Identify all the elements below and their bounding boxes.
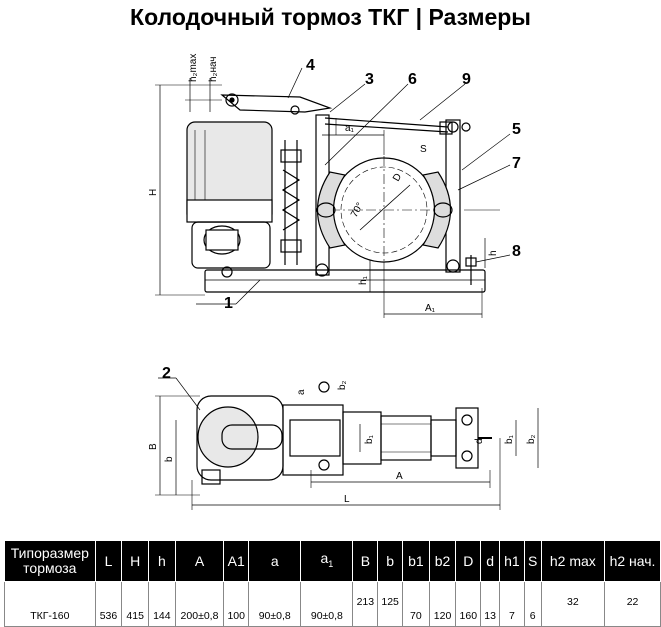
col-a: a: [248, 540, 302, 582]
callout-8: 8: [512, 243, 521, 260]
col-h2nach: h2 нач.: [604, 540, 661, 582]
dim-b1-right: b₁: [504, 434, 515, 444]
col-b: b: [377, 540, 404, 582]
cell-d: 13: [480, 581, 500, 627]
dim-b: b: [164, 456, 175, 462]
dim-A1: A₁: [425, 303, 436, 314]
cell-h1: 7: [498, 581, 525, 627]
col-h: h: [148, 540, 176, 582]
cell-a: 90±0,8: [248, 581, 302, 627]
cell-type: ТКГ-160: [4, 581, 96, 627]
callout-4: 4: [306, 57, 315, 74]
col-L: L: [94, 540, 123, 582]
dim-a1: a₁: [345, 123, 355, 134]
dim-h2max: h₂max: [188, 54, 199, 82]
dim-A: A: [396, 471, 403, 482]
plan-view: [155, 377, 539, 510]
dim-B: B: [148, 443, 159, 450]
callout-2: 2: [162, 365, 171, 382]
callout-3: 3: [365, 71, 374, 88]
brake-drawing: 4 3 6 9 5 7 8 1 2 h₂max h₂нач H a₁ D S 7…: [148, 54, 539, 510]
col-D: D: [455, 540, 482, 582]
cell-H: 415: [121, 581, 149, 627]
cell-L: 536: [94, 581, 123, 627]
col-A1: A1: [223, 540, 250, 582]
col-a1-sub: 1: [328, 558, 334, 569]
callout-6: 6: [408, 71, 417, 88]
dim-L: L: [344, 494, 350, 505]
dim-D: D: [391, 172, 404, 184]
right-shoe: [422, 171, 452, 249]
side-view: [155, 67, 511, 318]
callout-1: 1: [224, 295, 233, 312]
base-frame: [204, 269, 486, 293]
table-row: ТКГ-160 536 415 144 200±0,8 100 90±0,8 9…: [4, 581, 661, 627]
table-header-row: Типоразмер тормоза L H h A A1 a a1 B b b…: [4, 540, 661, 582]
dim-a: a: [296, 389, 307, 395]
cell-A1: 100: [223, 581, 250, 627]
col-h1: h1: [498, 540, 525, 582]
left-shoe: [316, 171, 346, 249]
dim-angle: 70°: [349, 201, 366, 220]
col-S: S: [523, 540, 542, 582]
dim-H: H: [148, 189, 159, 196]
cell-a1: 90±0,8: [300, 581, 354, 627]
col-a1: a1: [300, 540, 354, 582]
cell-B: 213: [352, 581, 379, 627]
dim-S: S: [420, 144, 427, 155]
dim-h2nach: h₂нач: [208, 56, 219, 82]
col-h2max: h2 max: [540, 540, 606, 582]
dimensions-table: Типоразмер тормоза L H h A A1 a a1 B b b…: [4, 540, 661, 627]
cell-h: 144: [148, 581, 176, 627]
col-d: d: [480, 540, 500, 582]
col-B: B: [352, 540, 379, 582]
col-A: A: [174, 540, 225, 582]
cell-D: 160: [455, 581, 482, 627]
callout-5: 5: [512, 121, 521, 138]
dim-h1: h₁: [358, 275, 369, 285]
col-b2: b2: [428, 540, 457, 582]
cell-h2max: 32: [540, 581, 606, 627]
cell-b: 125: [377, 581, 404, 627]
lever: [220, 94, 333, 113]
col-b1: b1: [402, 540, 430, 582]
dim-b2-right: b₂: [526, 434, 537, 444]
dim-h: h: [488, 250, 499, 256]
cell-h2nach: 22: [604, 581, 661, 627]
cell-A: 200±0,8: [174, 581, 225, 627]
dim-b1-left: b₁: [364, 434, 375, 444]
cell-S: 6: [523, 581, 542, 627]
col-type: Типоразмер тормоза: [4, 540, 96, 582]
cell-b2: 120: [428, 581, 457, 627]
page-title: Колодочный тормоз ТКГ | Размеры: [130, 4, 531, 30]
col-H: H: [121, 540, 149, 582]
cell-b1: 70: [402, 581, 430, 627]
dim-d: d: [474, 438, 485, 444]
dim-b2-top: b₂: [337, 380, 348, 390]
callout-9: 9: [462, 71, 471, 88]
callout-7: 7: [512, 155, 521, 172]
